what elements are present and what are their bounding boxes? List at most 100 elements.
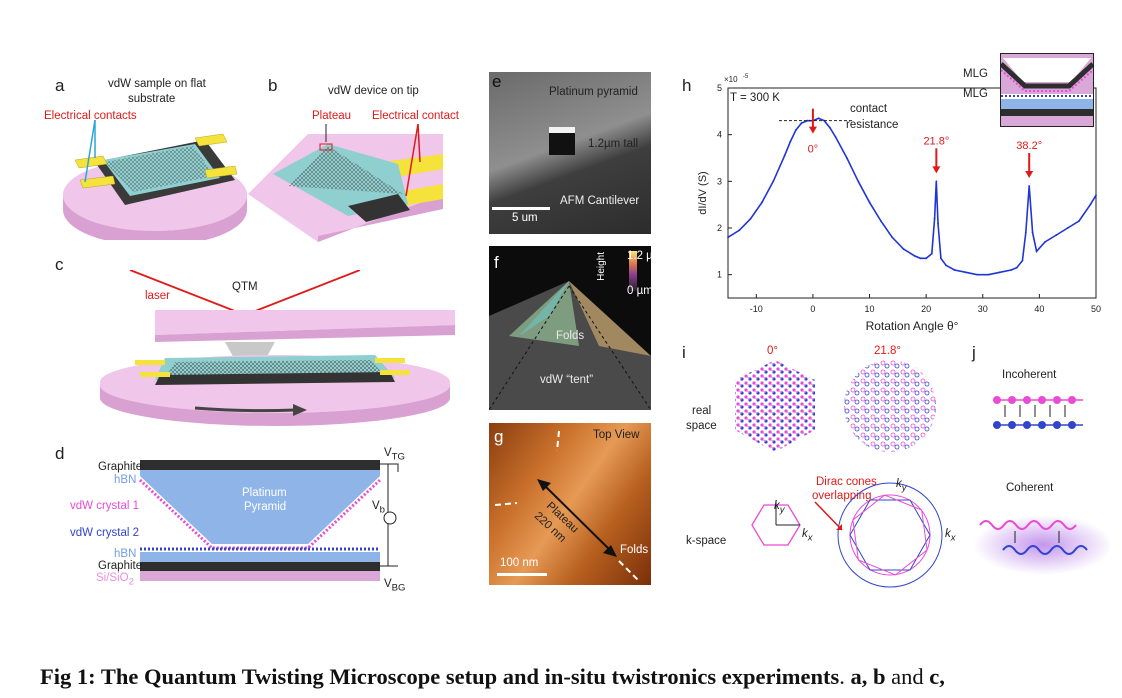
panel-b-illustration: [248, 124, 443, 242]
ky-label-right: ky: [896, 478, 907, 493]
chart-inset: [999, 53, 1095, 127]
caption-end: ,: [939, 664, 945, 689]
caption-bold: Fig 1: The Quantum Twisting Microscope s…: [40, 664, 840, 689]
data-point-0-11: [817, 117, 820, 120]
mlg-top-label: MLG: [963, 68, 988, 80]
data-point-0-37: [1021, 259, 1024, 262]
panel-g-letter: g: [494, 427, 504, 446]
x-tick-label-2: 10: [865, 304, 875, 314]
data-point-0-47: [1095, 194, 1097, 197]
afm-topview-image: [489, 423, 651, 585]
data-point-0-30: [953, 269, 956, 271]
panel-c-illustration: [100, 270, 455, 426]
angle-218-label: 21.8°: [874, 345, 901, 357]
graphite-top-label: Graphite: [98, 461, 143, 473]
data-point-0-23: [925, 257, 928, 260]
folds-label-f: Folds: [556, 330, 585, 342]
data-point-0-38: [1024, 231, 1027, 234]
data-point-0-35: [1010, 269, 1012, 271]
plot-frame: [727, 87, 1097, 299]
annotation-arrowhead-0: [808, 126, 817, 134]
data-point-0-39: [1028, 185, 1031, 187]
ky-right-sub: y: [901, 482, 907, 494]
y-axis-label: dI/dV (S): [697, 171, 709, 214]
substrate-sub: 2: [128, 576, 134, 588]
temperature-label: T = 300 K: [730, 92, 780, 104]
annotation-label-1: 21.8°: [923, 135, 949, 147]
vdw-crystal-2-label: vdW crystal 2: [70, 527, 140, 539]
y-exponent-power: -5: [743, 74, 749, 80]
y-exponent: ×10: [724, 75, 738, 84]
annotation-arrowhead-2: [1025, 171, 1034, 178]
kspace-label: k-space: [686, 535, 727, 547]
data-point-0-3: [761, 201, 763, 204]
data-point-0-46: [1089, 203, 1092, 206]
data-point-0-33: [987, 273, 990, 276]
caption-a: a: [850, 664, 862, 689]
data-point-0-36: [1015, 266, 1018, 269]
data-point-0-14: [834, 136, 837, 138]
folds-label-g: Folds: [620, 544, 649, 556]
data-point-0-15: [845, 157, 848, 159]
x-tick-label-3: 20: [921, 304, 931, 314]
y-tick-label-4: 5: [717, 83, 722, 93]
data-point-0-26: [935, 180, 938, 183]
panel-a-illustration: [63, 120, 247, 240]
panel-f-letter: f: [494, 253, 499, 272]
panel-d-letter: d: [55, 444, 65, 463]
data-point-0-17: [868, 201, 871, 204]
data-point-0-41: [1035, 250, 1038, 253]
tall-label: 1.2µm tall: [588, 138, 639, 150]
caption-c: c: [929, 664, 940, 689]
data-point-0-42: [1044, 241, 1046, 243]
figure-caption: Fig 1: The Quantum Twisting Microscope s…: [40, 664, 945, 690]
y-tick-label-0: 1: [717, 270, 722, 280]
hbn-bottom-label: hBN: [114, 548, 137, 560]
vtg-text: V: [384, 447, 392, 459]
kx-right-text: k: [945, 528, 951, 540]
scale-bar-g-label: 100 nm: [500, 557, 539, 569]
data-point-0-40: [1031, 231, 1034, 234]
ky-label-left: ky: [774, 500, 785, 515]
panel-i-letter: i: [682, 343, 686, 362]
scale-bar-e-label: 5 um: [512, 212, 538, 224]
panel-a-title: vdW sample on flat: [108, 78, 206, 90]
annotation-label-0: 0°: [808, 144, 819, 156]
scale-bar-e: [492, 207, 550, 210]
x-tick-label-4: 30: [978, 304, 988, 314]
vb-sub: b: [379, 504, 385, 516]
dirac-cones-label: Dirac cones: [816, 476, 877, 488]
panel-h-letter: h: [682, 76, 692, 95]
ky-left-text: k: [774, 500, 780, 512]
coherent-label: Coherent: [1006, 482, 1054, 494]
contact-resistance-label: contact: [850, 103, 888, 115]
data-point-0-13: [829, 126, 831, 129]
data-point-0-20: [902, 248, 905, 250]
caption-sep: .: [839, 664, 851, 689]
x-tick-label-6: 50: [1091, 304, 1101, 314]
data-point-0-0: [727, 236, 729, 239]
panel-c-letter: c: [55, 255, 64, 274]
x-axis-label: Rotation Angle θ°: [866, 319, 959, 333]
graphite-bottom-label: Graphite: [98, 560, 143, 572]
height-top-value: 1.2 µm: [627, 250, 663, 262]
kx-label-left: kx: [802, 528, 813, 543]
real-space-label-2: space: [686, 420, 717, 432]
pyramid-label: Platinum: [242, 487, 287, 499]
data-point-0-21: [913, 255, 916, 257]
x-tick-label-1: 0: [810, 304, 815, 314]
panel-b-letter: b: [268, 76, 278, 95]
kx-label-right: kx: [945, 528, 956, 543]
panel-j-letter: j: [972, 343, 976, 362]
data-point-0-32: [976, 273, 979, 276]
data-point-0-7: [795, 129, 797, 131]
pyramid-label-2: Pyramid: [244, 501, 287, 513]
panel-a-contacts-label: Electrical contacts: [44, 110, 137, 122]
tent-svg: [488, 251, 652, 411]
platinum-pyramid-label: Platinum pyramid: [549, 86, 638, 98]
ky-left-sub: y: [779, 504, 785, 516]
data-point-0-27: [937, 222, 939, 225]
mlg-bottom-label: MLG: [963, 88, 988, 100]
data-point-0-4: [772, 180, 775, 183]
vbg-sub: BG: [391, 582, 406, 594]
